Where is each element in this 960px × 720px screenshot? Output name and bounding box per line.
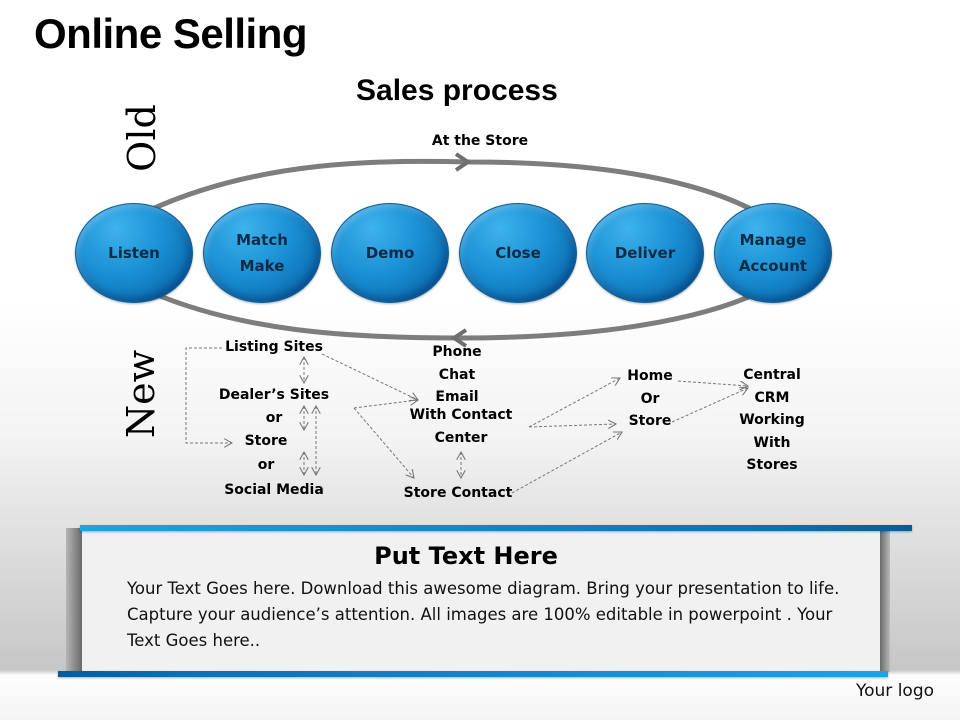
phone-chat-email: Phone Chat Email <box>432 344 482 405</box>
social-media: Social Media <box>224 482 324 498</box>
panel-body-text: Your Text Goes here. Download this aweso… <box>127 579 840 650</box>
link-home-crm <box>677 380 748 386</box>
diagram-subtitle: Sales process <box>356 74 558 107</box>
link-dealer-storecontact <box>353 407 414 478</box>
store-option: Store <box>244 433 288 449</box>
panel-heading: Put Text Here <box>374 542 558 570</box>
panel-left-edge <box>66 528 82 674</box>
dealers-sites: Dealer’s Sites <box>218 387 330 403</box>
panel-top-bar <box>80 525 912 531</box>
link-contact-home <box>528 378 620 428</box>
cycle-arrow-left-icon <box>450 328 468 348</box>
link-contact-store <box>528 424 616 427</box>
cycle-arrow-right-icon <box>454 152 472 172</box>
listing-sites: Listing Sites <box>225 339 323 355</box>
or-connector-1: or <box>265 410 283 426</box>
step-listen: Listen <box>75 203 193 303</box>
panel-bottom-bar <box>58 671 888 677</box>
link-dealer-contact <box>353 400 418 409</box>
link-storecontact-store <box>511 432 622 494</box>
link-listing-contact <box>321 353 418 400</box>
logo-placeholder: Your logo <box>856 681 935 701</box>
cycle-label: At the Store <box>431 133 529 149</box>
home-or-store: Home Or Store <box>627 368 673 429</box>
bracket-connector <box>185 347 232 443</box>
with-contact-center: With Contact Center <box>409 407 513 446</box>
store-contact: Store Contact <box>403 485 513 501</box>
cycle-bottom-arc <box>149 289 762 341</box>
text-panel <box>82 530 882 672</box>
or-connector-2: or <box>257 457 275 473</box>
page-title: Online Selling <box>34 10 308 57</box>
link-store-crm <box>671 388 748 423</box>
central-crm: Central CRM Working With Stores <box>739 367 805 473</box>
step-manage-account: Manage Account <box>714 203 832 303</box>
step-close: Close <box>459 203 577 303</box>
step-deliver: Deliver <box>586 203 704 303</box>
panel-right-edge <box>880 530 890 672</box>
step-demo: Demo <box>331 203 449 303</box>
step-match-make: Match Make <box>203 203 321 303</box>
